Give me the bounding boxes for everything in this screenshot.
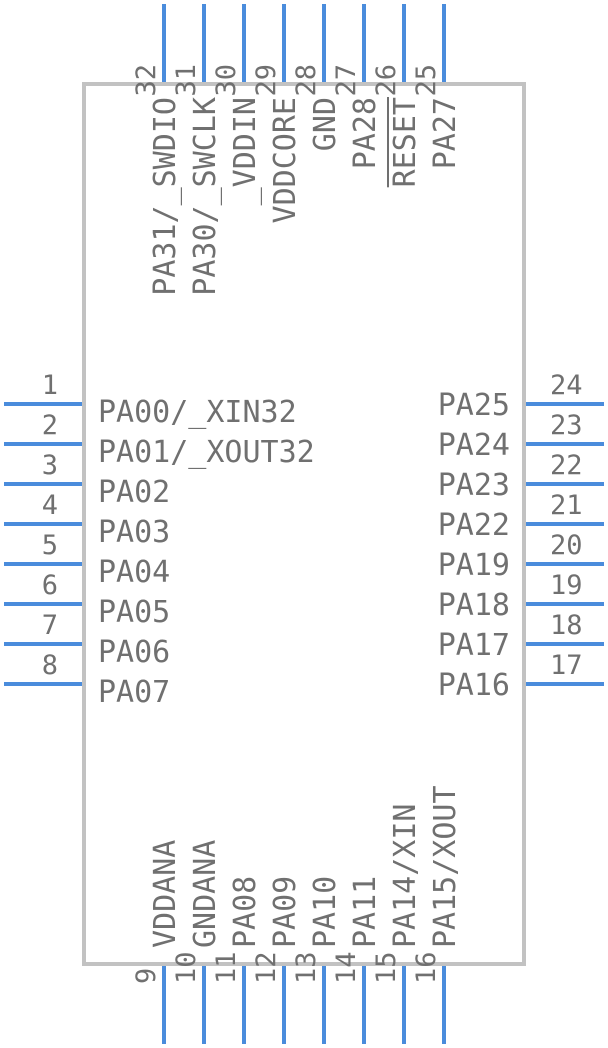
pin-15-name: PA14/XIN <box>388 804 423 949</box>
pin-8-name: PA07 <box>98 675 170 710</box>
pin-9-name: VDDANA <box>148 840 183 948</box>
pin-7-number: 7 <box>42 610 58 641</box>
pin-32-name: PA31/_SWDIO <box>148 97 183 296</box>
pin-30-name: _VDDIN <box>228 97 263 205</box>
pin-26-name: RESET <box>388 97 423 187</box>
pin-6-name: PA05 <box>98 595 170 630</box>
pin-25-name: PA27 <box>428 97 463 169</box>
pin-17-number: 17 <box>550 650 583 681</box>
pin-16-name: PA15/XOUT <box>428 785 463 948</box>
pin-21-name: PA22 <box>438 508 510 543</box>
pin-24-name: PA25 <box>438 388 510 423</box>
pin-19-name: PA18 <box>438 588 510 623</box>
pin-2-number: 2 <box>42 410 58 441</box>
pin-23-name: PA24 <box>438 428 510 463</box>
pin-23-number: 23 <box>550 410 583 441</box>
pin-11-number: 11 <box>211 951 242 984</box>
pin-28-number: 28 <box>291 64 322 97</box>
pin-29-number: 29 <box>251 64 282 97</box>
pin-5-number: 5 <box>42 530 58 561</box>
pin-25-number: 25 <box>411 64 442 97</box>
pin-15-number: 15 <box>371 951 402 984</box>
pin-22-number: 22 <box>550 450 583 481</box>
ic-body-outline <box>82 82 526 966</box>
pin-20-name: PA19 <box>438 548 510 583</box>
pin-22-name: PA23 <box>438 468 510 503</box>
pin-14-number: 14 <box>331 951 362 984</box>
pin-1-name: PA00/_XIN32 <box>98 395 297 430</box>
pin-24-number: 24 <box>550 370 583 401</box>
pin-4-name: PA03 <box>98 515 170 550</box>
pin-11-name: PA08 <box>228 876 263 948</box>
pin-32-number: 32 <box>131 64 162 97</box>
pin-26-number: 26 <box>371 64 402 97</box>
pin-18-name: PA17 <box>438 628 510 663</box>
pin-28-name: GND <box>308 97 343 151</box>
pin-4-number: 4 <box>42 490 58 521</box>
pin-8-number: 8 <box>42 650 58 681</box>
pin-19-number: 19 <box>550 570 583 601</box>
pin-31-name: PA30/_SWCLK <box>188 97 223 296</box>
pin-2-name: PA01/_XOUT32 <box>98 435 315 470</box>
pin-29-name: VDDCORE <box>268 97 303 223</box>
pin-13-name: PA10 <box>308 876 343 948</box>
pin-18-number: 18 <box>550 610 583 641</box>
pin-13-number: 13 <box>291 951 322 984</box>
pin-lines <box>4 4 604 1044</box>
pin-1-number: 1 <box>42 370 58 401</box>
pin-14-name: PA11 <box>348 876 383 948</box>
pin-10-number: 10 <box>171 951 202 984</box>
pin-30-number: 30 <box>211 64 242 97</box>
pin-20-number: 20 <box>550 530 583 561</box>
pin-7-name: PA06 <box>98 635 170 670</box>
pin-27-name: PA28 <box>348 97 383 169</box>
pin-31-number: 31 <box>171 64 202 97</box>
pin-3-number: 3 <box>42 450 58 481</box>
pin-16-number: 16 <box>411 951 442 984</box>
pin-3-name: PA02 <box>98 475 170 510</box>
pin-17-name: PA16 <box>438 668 510 703</box>
pin-10-name: GNDANA <box>188 840 223 948</box>
pin-27-number: 27 <box>331 64 362 97</box>
pin-12-name: PA09 <box>268 876 303 948</box>
pin-5-name: PA04 <box>98 555 170 590</box>
pin-21-number: 21 <box>550 490 583 521</box>
pin-9-number: 9 <box>131 968 162 984</box>
pin-6-number: 6 <box>42 570 58 601</box>
pin-12-number: 12 <box>251 951 282 984</box>
